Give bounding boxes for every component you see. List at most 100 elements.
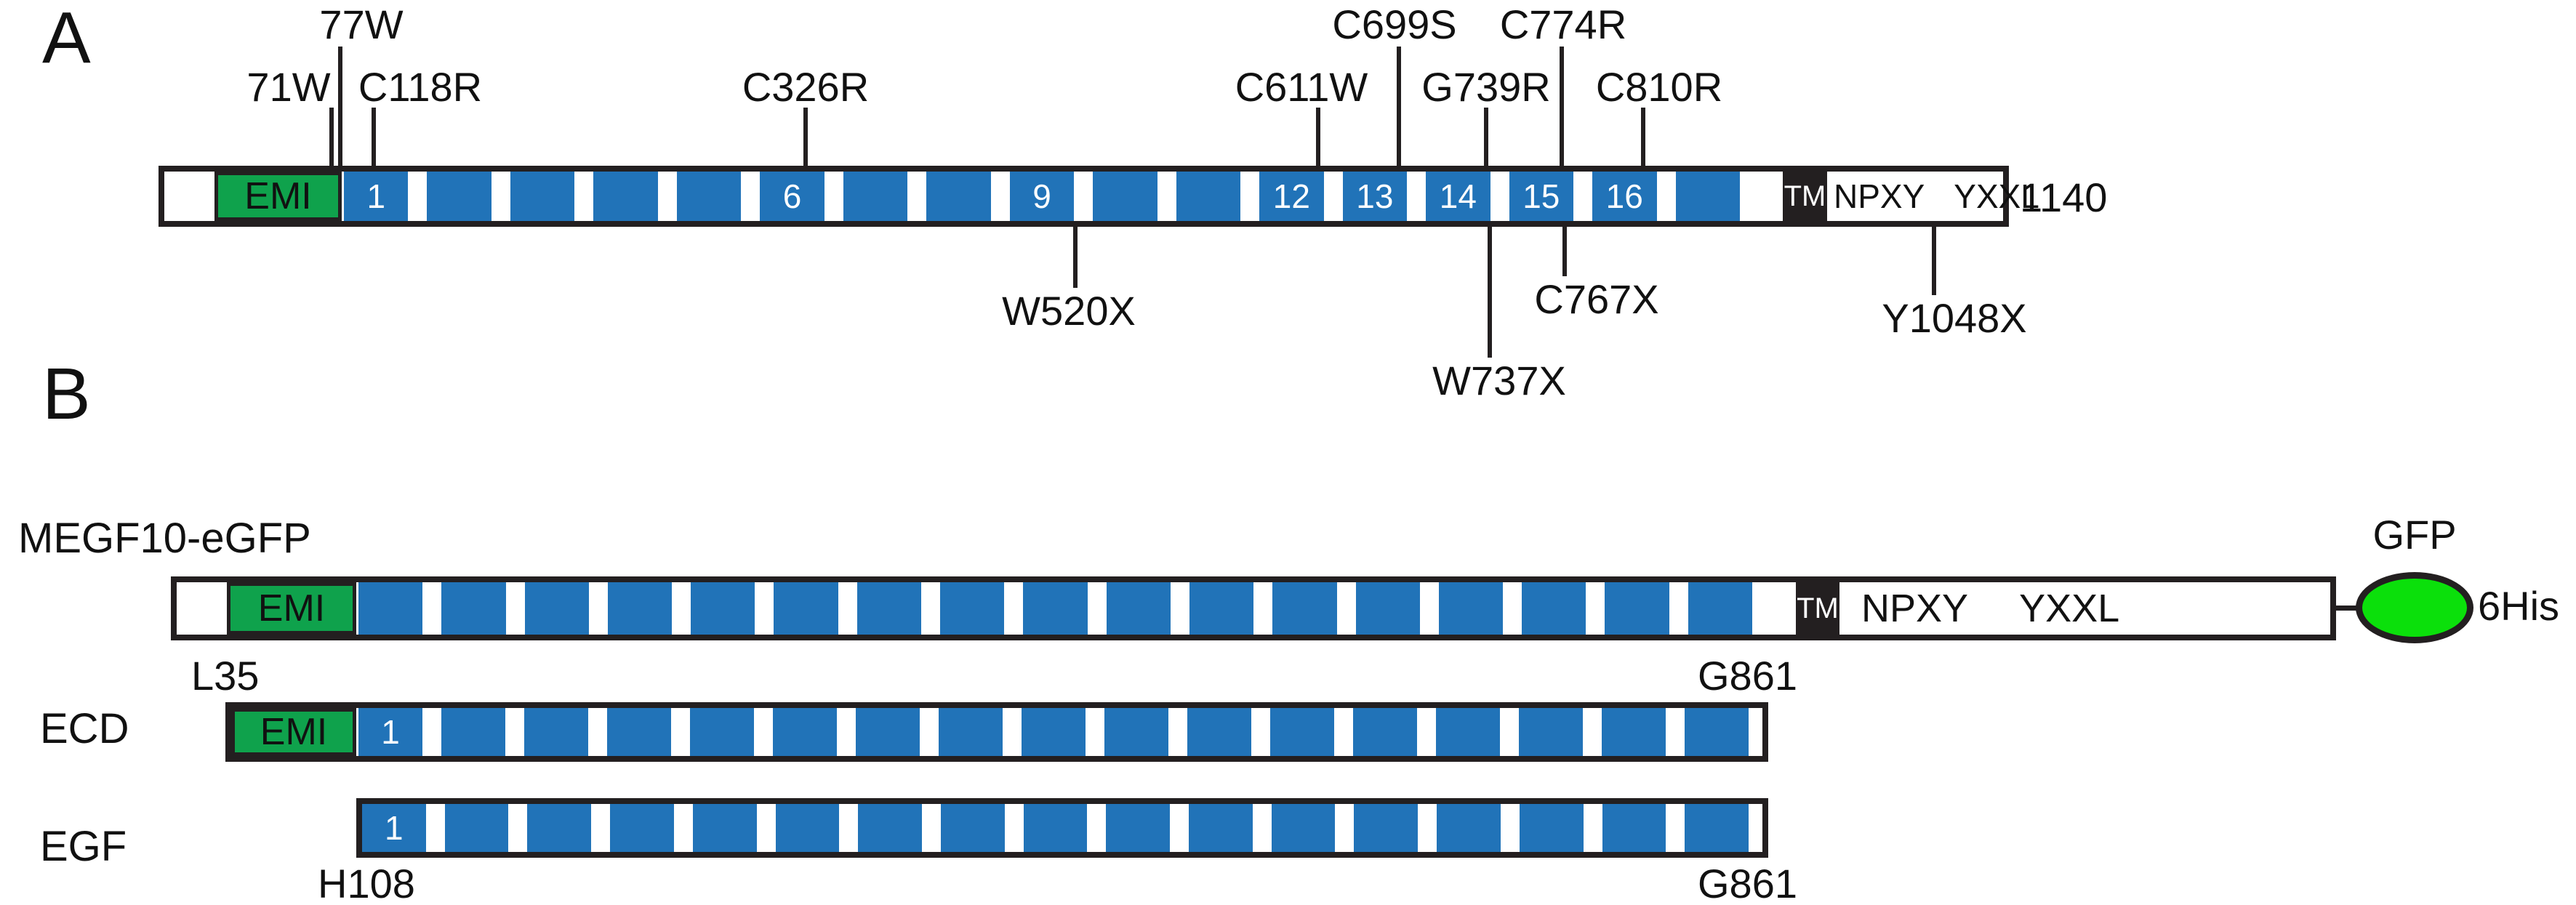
egf-repeat-box: 16 <box>1592 172 1657 221</box>
egf-repeat-number: 13 <box>1356 177 1394 215</box>
egf-repeat-box <box>427 172 491 221</box>
egf-repeat-box <box>1187 708 1251 756</box>
mutation-label-w737x: W737X <box>1432 358 1566 403</box>
npxy-motif-label: NPXY <box>1834 177 1925 215</box>
mutation-label-c774r: C774R <box>1499 1 1627 47</box>
egf-repeat-box <box>926 172 991 221</box>
egf-repeat-box <box>775 804 840 852</box>
egf-repeat-box <box>1355 582 1420 635</box>
egf-repeat-box <box>510 172 575 221</box>
egf-repeat-box <box>692 804 757 852</box>
egf-repeat-box <box>1519 804 1584 852</box>
egf-repeat-box <box>441 582 506 635</box>
egf-repeat-number: 6 <box>782 177 802 215</box>
egf-repeat-box <box>1436 708 1500 756</box>
egf-repeat-box <box>1688 582 1753 635</box>
mutation-leader-line <box>1562 222 1567 276</box>
egf-repeat-box <box>1354 804 1419 852</box>
egf-repeat-box <box>610 804 674 852</box>
egf-repeat-strip: 1 <box>358 708 1749 756</box>
egf-repeat-box: 1 <box>362 804 426 852</box>
mutation-leader-line <box>1073 222 1078 288</box>
mutation-leader-line <box>1560 47 1564 172</box>
mutation-label-71w: 71W <box>246 64 331 110</box>
cytoplasmic-motifs: NPXY YXXL <box>1834 172 2039 221</box>
emi-domain-box: EMI <box>227 582 356 635</box>
mutation-label-c118r: C118R <box>358 64 483 110</box>
egf-repeat-box <box>691 582 755 635</box>
protein-bar-megf10-egfp: EMI TM NPXY YXXL <box>171 576 2336 640</box>
emi-domain-label: EMI <box>257 587 326 630</box>
gfp-ellipse <box>2356 572 2473 643</box>
egf-repeat-box <box>843 172 908 221</box>
egf-repeat-box <box>524 708 588 756</box>
emi-domain-box: EMI <box>231 708 356 756</box>
egf-repeat-box <box>1093 172 1157 221</box>
mutation-leader-line <box>1641 108 1645 172</box>
egf-repeat-number: 1 <box>366 177 386 215</box>
egf-repeat-box <box>1602 708 1666 756</box>
mutation-label-77w: 77W <box>319 1 404 47</box>
mutation-leader-line <box>329 108 334 172</box>
protein-bar-ecd: EMI 1 <box>225 702 1768 762</box>
emi-domain-label: EMI <box>260 711 328 753</box>
egf-repeat-box <box>1189 582 1254 635</box>
construct-label-ecd: ECD <box>40 705 129 752</box>
mutation-leader-line <box>1316 108 1320 172</box>
emi-domain-label: EMI <box>244 175 312 217</box>
construct-label-egf: EGF <box>40 823 127 870</box>
egf-repeat-box <box>1437 804 1501 852</box>
mutation-label-c810r: C810R <box>1595 64 1723 110</box>
egf-repeat-box <box>441 708 505 756</box>
egf-repeat-box: 9 <box>1009 172 1075 221</box>
egf-repeat-box <box>358 582 423 635</box>
egf-repeat-box <box>1106 804 1171 852</box>
panel-letter-b: B <box>42 353 91 435</box>
mutation-label-y1048x: Y1048X <box>1882 295 2027 341</box>
yxxl-motif-label: YXXL <box>2019 587 2120 630</box>
egf-repeat-box <box>524 582 589 635</box>
egf-repeat-box <box>607 708 671 756</box>
mutation-label-c611w: C611W <box>1235 64 1368 110</box>
egf-repeat-box <box>1602 804 1666 852</box>
egf-repeat-number: 1 <box>381 713 400 751</box>
protein-bar-egf: 1 <box>356 798 1768 858</box>
egf-repeat-box <box>858 804 922 852</box>
tm-domain-label: TM <box>1797 592 1839 624</box>
egf-repeat-box <box>1022 708 1086 756</box>
cytoplasmic-motifs: NPXY YXXL <box>1861 582 2119 635</box>
egf-repeat-box <box>1685 804 1749 852</box>
egf-repeat-box: 13 <box>1342 172 1408 221</box>
his-tag-label: 6His <box>2478 583 2560 629</box>
egf-repeat-box <box>1104 708 1168 756</box>
egf-repeat-number: 1 <box>385 809 404 847</box>
egf-repeat-box <box>1438 582 1504 635</box>
egf-repeat-box <box>940 582 1005 635</box>
egf-repeat-box <box>1519 708 1583 756</box>
egf-repeat-number: 9 <box>1032 177 1051 215</box>
egf-repeat-box <box>940 804 1005 852</box>
residue-label-l35: L35 <box>191 653 260 699</box>
residue-label-g861-ecd: G861 <box>1698 653 1797 699</box>
tm-domain-box: TM <box>1796 576 1839 640</box>
egf-repeat-box <box>527 804 592 852</box>
egf-repeat-box: 1 <box>358 708 422 756</box>
mutation-label-c699s: C699S <box>1332 1 1457 47</box>
mutation-label-g739r: G739R <box>1421 64 1551 110</box>
egf-repeat-box <box>939 708 1003 756</box>
egf-repeat-box: 15 <box>1509 172 1574 221</box>
egf-repeat-box <box>1023 804 1088 852</box>
egf-repeat-box <box>607 582 673 635</box>
egf-repeat-number: 16 <box>1605 177 1643 215</box>
mutation-leader-line <box>372 108 376 172</box>
residue-label-h108: H108 <box>318 861 415 905</box>
mutation-leader-line <box>1484 108 1488 172</box>
mutation-label-c767x: C767X <box>1534 276 1659 322</box>
mutation-leader-line <box>1932 222 1936 295</box>
egf-repeat-box <box>690 708 754 756</box>
egf-repeat-box: 14 <box>1426 172 1490 221</box>
egf-repeat-box <box>444 804 509 852</box>
